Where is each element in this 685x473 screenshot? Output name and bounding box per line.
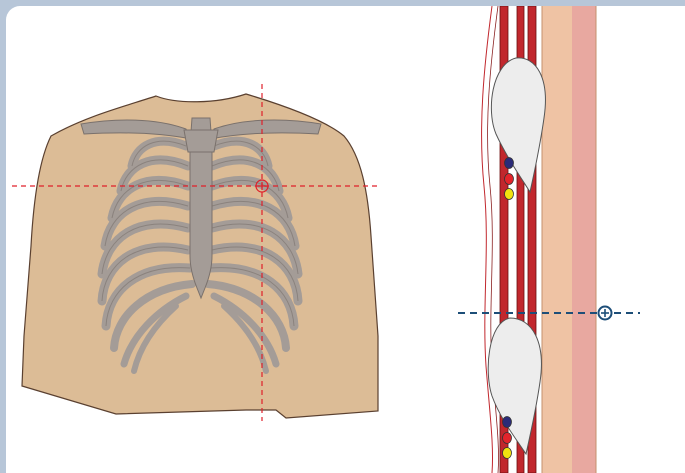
figure-panel — [6, 6, 685, 473]
nerve-dot — [505, 189, 514, 200]
cross-section-illustration — [458, 6, 640, 473]
artery-dot — [505, 174, 514, 185]
torso-illustration — [22, 94, 378, 418]
illustration — [6, 6, 685, 473]
neurovascular-bundle-lower — [503, 417, 512, 459]
vein-dot — [505, 158, 514, 169]
pleura-line-outer — [482, 6, 493, 473]
manubrium — [184, 130, 218, 152]
neurovascular-bundle-upper — [505, 158, 514, 200]
tissue-edge-band — [572, 6, 596, 473]
nerve-dot — [503, 448, 512, 459]
vein-dot — [503, 417, 512, 428]
artery-dot — [503, 433, 512, 444]
probe-target-marker — [599, 307, 612, 320]
rib-cross-section-upper — [491, 58, 545, 192]
